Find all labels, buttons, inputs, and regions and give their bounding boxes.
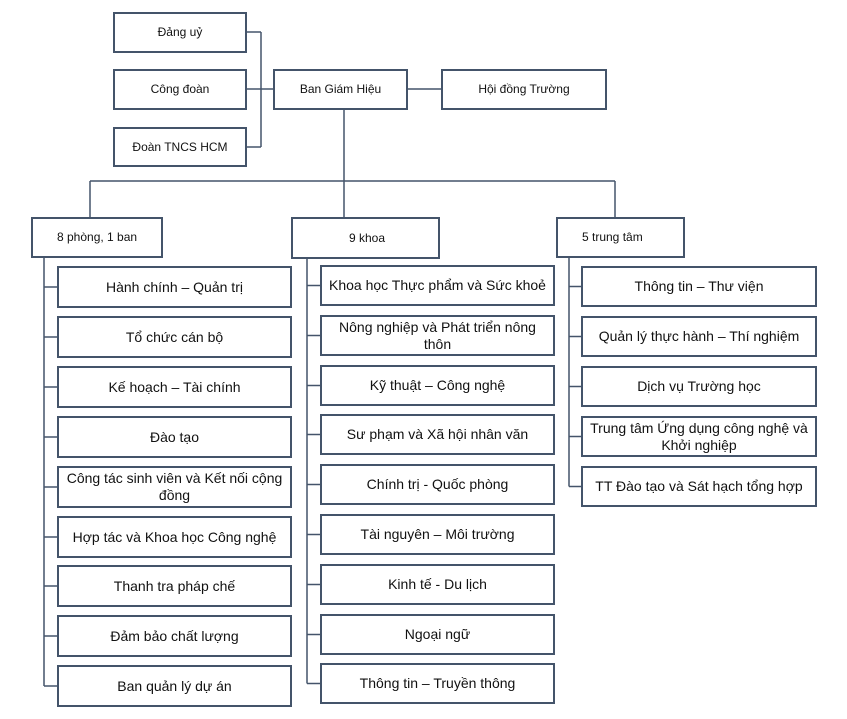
col2-header-label: 9 khoa (349, 230, 386, 245)
col1-item-label: Thanh tra pháp chế (113, 577, 236, 594)
col1-item-box: Hành chính – Quản trị (57, 266, 292, 308)
col3-item-label: Quản lý thực hành – Thí nghiệm (598, 328, 800, 344)
col3-item-label: TT Đào tạo và Sát hạch tổng hợp (595, 478, 803, 494)
col2-item-box: Thông tin – Truyền thông (320, 663, 555, 704)
col3-item-label: Dịch vụ Trường học (637, 378, 761, 394)
col1-header: 8 phòng, 1 ban (31, 217, 163, 258)
col3-item-box: Thông tin – Thư viện (581, 266, 817, 307)
col2-item-box: Nông nghiệp và Phát triển nông thôn (320, 315, 555, 356)
col2-item-label: Nông nghiệp và Phát triển nông thôn (339, 318, 536, 352)
col1-item-box: Ban quản lý dự án (57, 665, 292, 707)
col1-item-label: Ban quản lý dự án (117, 677, 232, 694)
col2-item-box: Chính trị - Quốc phòng (320, 464, 555, 505)
dang-uy-label: Đảng uỷ (157, 25, 203, 39)
col2-item-label: Tài nguyên – Môi trường (360, 526, 515, 542)
col2-header: 9 khoa (291, 217, 440, 259)
col1-item-box: Kế hoạch – Tài chính (57, 366, 292, 408)
col3-item-box: TT Đào tạo và Sát hạch tổng hợp (581, 466, 817, 507)
col1-item-box: Công tác sinh viên và Kết nối cộng đồng (57, 466, 292, 508)
dang-uy-box: Đảng uỷ (113, 12, 247, 53)
doan-tncs-label: Đoàn TNCS HCM (132, 139, 228, 154)
col2-item-box: Kỹ thuật – Công nghệ (320, 365, 555, 406)
col1-item-label: Đảm bảo chất lượng (110, 627, 239, 644)
col3-item-box: Dịch vụ Trường học (581, 366, 817, 407)
col1-header-label: 8 phòng, 1 ban (57, 230, 138, 244)
col2-item-label: Kinh tế - Du lịch (388, 576, 487, 592)
col2-item-label: Ngoại ngữ (404, 626, 471, 642)
col2-item-label: Khoa học Thực phẩm và Sức khoẻ (329, 277, 546, 293)
col1-item-box: Tổ chức cán bộ (57, 316, 292, 358)
col2-item-box: Khoa học Thực phẩm và Sức khoẻ (320, 265, 555, 306)
col1-item-label: Hợp tác và Khoa học Công nghệ (72, 528, 277, 545)
col2-item-label: Chính trị - Quốc phòng (366, 476, 509, 492)
col2-item-box: Kinh tế - Du lịch (320, 564, 555, 605)
col2-item-box: Ngoại ngữ (320, 614, 555, 655)
col3-item-label: Thông tin – Thư viện (634, 278, 764, 294)
col2-item-box: Tài nguyên – Môi trường (320, 514, 555, 555)
col3-header-label: 5 trung tâm (582, 230, 643, 244)
col1-item-label: Công tác sinh viên và Kết nối cộng đồng (66, 470, 283, 503)
hoi-dong-truong-label: Hội đồng Trường (478, 82, 570, 96)
hoi-dong-truong-box: Hội đồng Trường (441, 69, 607, 110)
col1-item-label: Tổ chức cán bộ (125, 328, 224, 345)
col1-item-label: Hành chính – Quản trị (106, 278, 243, 295)
col1-item-box: Thanh tra pháp chế (57, 565, 292, 607)
cong-doan-label: Công đoàn (150, 82, 210, 96)
col1-item-box: Đào tạo (57, 416, 292, 458)
col2-item-label: Kỹ thuật – Công nghệ (369, 377, 506, 393)
col3-header: 5 trung tâm (556, 217, 685, 258)
col1-item-label: Đào tạo (149, 428, 200, 445)
col2-item-label: Thông tin – Truyền thông (359, 675, 516, 691)
ban-giam-hieu-box: Ban Giám Hiệu (273, 69, 408, 110)
col2-item-label: Sư phạm và Xã hội nhân văn (346, 426, 529, 442)
col3-item-label: Trung tâm Ứng dụng công nghệ và Khởi ngh… (590, 419, 808, 453)
col3-item-box: Trung tâm Ứng dụng công nghệ và Khởi ngh… (581, 416, 817, 457)
ban-giam-hieu-label: Ban Giám Hiệu (299, 82, 382, 96)
col3-item-box: Quản lý thực hành – Thí nghiệm (581, 316, 817, 357)
doan-tncs-box: Đoàn TNCS HCM (113, 127, 247, 167)
col1-item-label: Kế hoạch – Tài chính (108, 378, 241, 395)
col2-item-box: Sư phạm và Xã hội nhân văn (320, 414, 555, 455)
col1-item-box: Đảm bảo chất lượng (57, 615, 292, 657)
col1-item-box: Hợp tác và Khoa học Công nghệ (57, 516, 292, 558)
cong-doan-box: Công đoàn (113, 69, 247, 110)
